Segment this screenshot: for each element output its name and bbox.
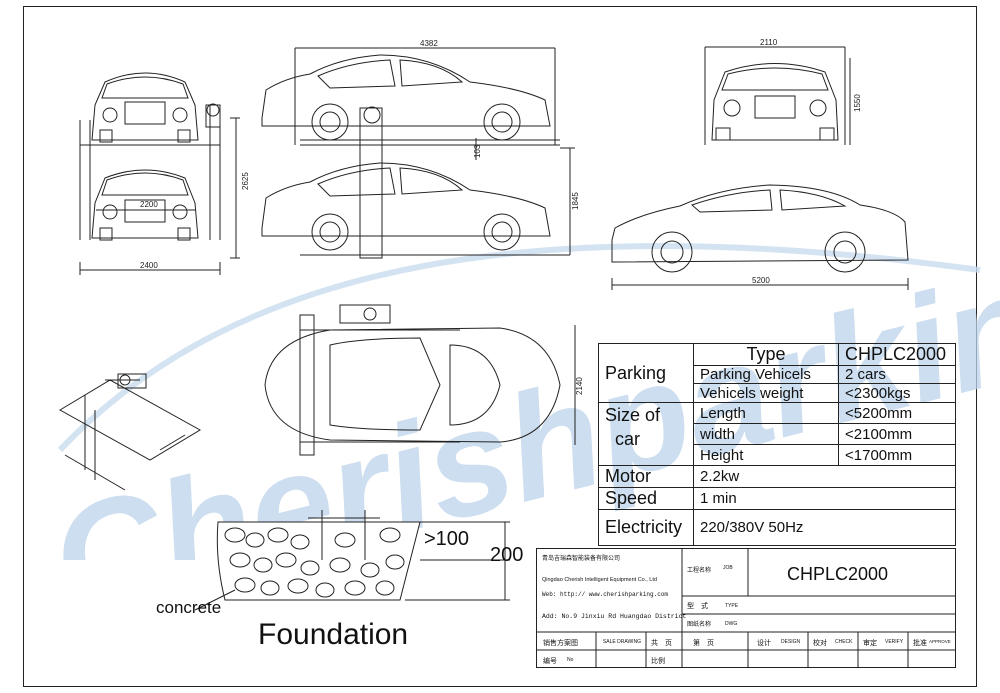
vehicles-weight-label: Vehicels weight xyxy=(693,383,839,403)
side-length-dim: 4382 xyxy=(420,39,438,48)
width-value: <2100mm xyxy=(838,423,956,445)
company-cn: 青岛吉瑞森智能装备有限公司 xyxy=(542,556,621,562)
design-cn: 设计 xyxy=(757,640,771,647)
front-height-dim: 2625 xyxy=(241,172,250,190)
dwg-en: DWG xyxy=(725,621,738,627)
vehicles-weight-value: <2300kgs xyxy=(838,383,956,403)
parking-label: Parking xyxy=(598,343,694,403)
company-en: Qingdao Cherish Intelligent Equipment Co… xyxy=(542,577,657,583)
front-width-dim: 2400 xyxy=(140,261,158,270)
lift-perspective-drawing xyxy=(59,373,201,491)
side-height-dim: 1845 xyxy=(571,192,580,210)
page-number: 第 页 xyxy=(693,640,714,647)
check-en: CHECK xyxy=(835,639,853,645)
verify-cn: 审定 xyxy=(863,640,877,647)
car-front-height-dim: 1550 xyxy=(853,94,862,112)
type-en: TYPE xyxy=(725,603,739,609)
speed-label: Speed xyxy=(598,487,694,510)
approve-cn: 批准 xyxy=(913,640,927,647)
size-label-line1: Size of xyxy=(605,405,661,425)
depth-small-label: >100 xyxy=(424,528,470,550)
type-value: CHPLC2000 xyxy=(838,343,956,366)
type-cn: 型 式 xyxy=(687,603,708,610)
car-front-drawing xyxy=(704,46,851,145)
job-cn: 工程名称 xyxy=(687,568,712,574)
size-label-line2: car xyxy=(615,429,641,449)
car-side-length-dim: 5200 xyxy=(752,276,770,285)
length-value: <5200mm xyxy=(838,402,956,424)
electricity-label: Electricity xyxy=(598,509,694,546)
concrete-label: concrete xyxy=(156,598,222,617)
parking-vehicles-value: 2 cars xyxy=(838,365,956,384)
dwg-cn: 图纸名称 xyxy=(687,622,712,628)
scale-cn: 比例 xyxy=(651,658,665,665)
sale-cn: 销售方案图 xyxy=(543,640,578,647)
motor-value: 2.2kw xyxy=(693,465,956,488)
verify-en: VERIFY xyxy=(885,639,904,645)
no-en: No xyxy=(567,657,574,663)
height-label: Height xyxy=(693,444,839,466)
approve-en: APPROVE xyxy=(929,639,951,644)
job-value: CHPLC2000 xyxy=(787,564,889,584)
design-en: DESIGN xyxy=(781,639,801,645)
motor-label: Motor xyxy=(598,465,694,488)
sale-en: SALE DRAWING xyxy=(602,639,642,645)
speed-value: 1 min xyxy=(693,487,956,510)
parking-vehicles-label: Parking Vehicels xyxy=(693,365,839,384)
front-inner-dim: 2200 xyxy=(140,200,158,209)
depth-total-label: 200 xyxy=(490,544,524,566)
title-block-grid xyxy=(536,548,956,668)
check-cn: 校对 xyxy=(813,640,827,647)
no-cn: 编号 xyxy=(543,658,557,665)
job-en: JOB xyxy=(723,565,733,571)
spec-table: Parking Type CHPLC2000 Parking Vehicels … xyxy=(598,343,956,546)
electricity-value: 220/380V 50Hz xyxy=(693,509,956,546)
size-of-car-label: Size of car xyxy=(598,402,694,466)
company-address: Add: No.9 Jinxiu Rd Huangdao District xyxy=(542,613,687,620)
car-side-drawing xyxy=(611,184,909,290)
type-label: Type xyxy=(693,343,839,366)
width-label: width xyxy=(693,423,839,445)
car-front-width-dim: 2110 xyxy=(760,38,778,47)
side-gap-dim: 103 xyxy=(473,144,482,158)
length-label: Length xyxy=(693,402,839,424)
height-value: <1700mm xyxy=(838,444,956,466)
side-view-drawing xyxy=(261,47,575,259)
concrete-pattern xyxy=(224,527,405,598)
top-view-drawing xyxy=(264,304,576,456)
total-pages: 共 页 xyxy=(651,640,672,647)
foundation-title: Foundation xyxy=(258,618,409,651)
company-web: Web: http:// www.cherishparking.com xyxy=(542,591,669,598)
top-width-dim: 2140 xyxy=(575,377,584,395)
foundation-drawing xyxy=(194,510,510,611)
front-view-drawing xyxy=(79,72,240,275)
title-block: 青岛吉瑞森智能装备有限公司 Qingdao Cherish Intelligen… xyxy=(536,548,956,668)
